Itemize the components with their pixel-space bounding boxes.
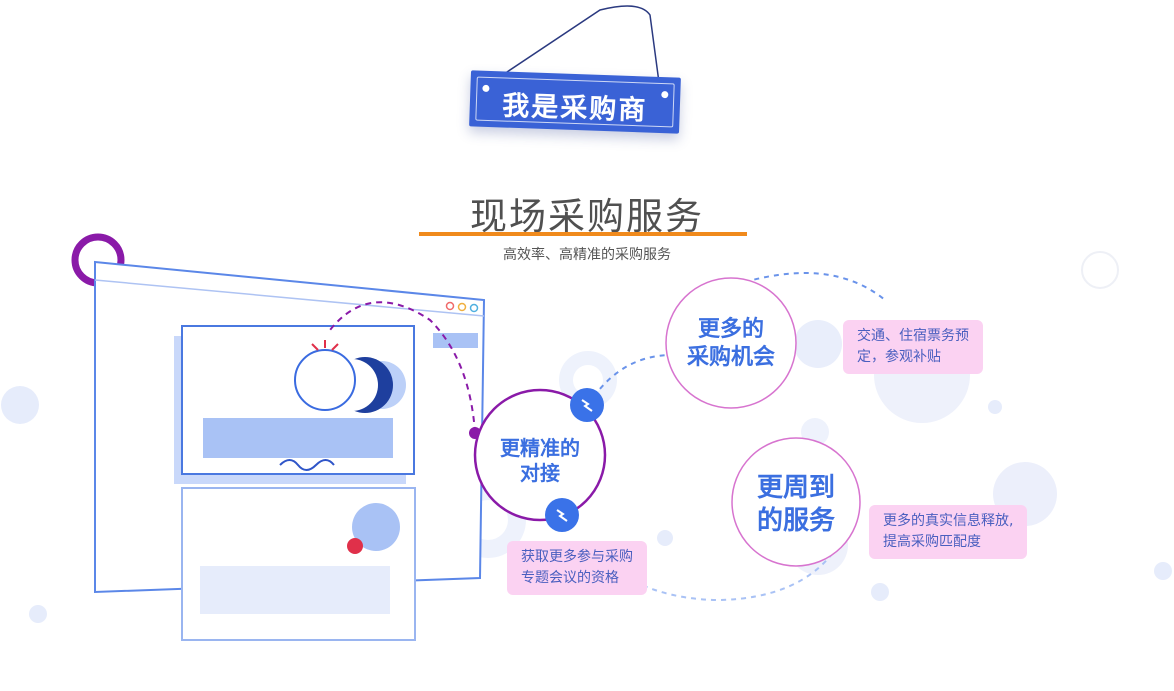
page-subtitle: 高效率、高精准的采购服务 (503, 247, 671, 263)
feature-precise-desc: 获取更多参与采购 专题会议的资格 (507, 541, 647, 595)
feature-opportunity-title: 更多的 采购机会 (686, 317, 775, 370)
dashed-connector-purple (329, 301, 476, 434)
avatar-2 (352, 503, 400, 551)
avatar-outline (294, 349, 356, 411)
window-bar (433, 333, 478, 348)
spark (311, 343, 319, 351)
bubble (1, 386, 39, 424)
feature-circle-precise (473, 388, 607, 522)
sign-text: 我是采购商 (501, 90, 648, 127)
squiggle (279, 459, 335, 471)
dashed-connector (599, 549, 836, 602)
bubble (573, 365, 603, 395)
bubble (871, 583, 889, 601)
feature-service-title: 更周到 的服务 (756, 473, 835, 536)
bubble (1081, 251, 1119, 289)
title-underline (419, 232, 747, 236)
browser-toolbar-line (94, 279, 485, 317)
bubble (988, 400, 1002, 414)
feature-precise-title: 更精准的 对接 (500, 436, 580, 485)
dashed-connector (734, 272, 886, 301)
avatar-face (326, 359, 378, 411)
page-title: 现场采购服务 (470, 195, 704, 238)
window-dot-yellow (457, 302, 467, 312)
buyer-sign: 我是采购商 (469, 70, 681, 134)
feature-circle-service (731, 437, 861, 567)
bubble (794, 320, 842, 368)
bubble (657, 530, 673, 546)
sign-string (479, 5, 661, 91)
feature-opportunity-desc: 交通、住宿票务预 定，参观补贴 (843, 320, 983, 374)
avatar-2-badge (347, 538, 363, 554)
feature-circle-opportunity (665, 277, 797, 409)
spark (331, 343, 339, 351)
bubble (1154, 562, 1172, 580)
card-bar (203, 418, 393, 458)
bubble (29, 605, 47, 623)
feature-service-desc: 更多的真实信息释放, 提高采购匹配度 (869, 505, 1028, 559)
card-2-bar (200, 566, 390, 614)
window-dot-green (469, 303, 479, 313)
window-dot-red (445, 301, 455, 311)
